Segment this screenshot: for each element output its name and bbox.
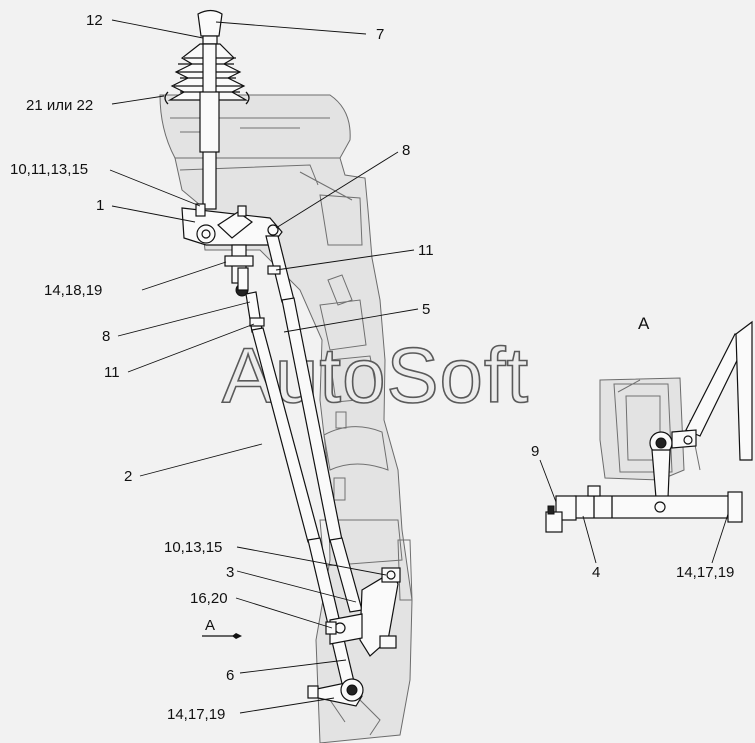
- callout-10-11-13-15: 10,11,13,15: [10, 161, 88, 178]
- callout-labels: 12 7 21 или 22 8 10,11,13,15 1 11 14,18,…: [10, 12, 734, 723]
- callout-5: 5: [422, 301, 430, 318]
- lower-pivot-bracket: [307, 567, 401, 707]
- callout-1: 1: [96, 197, 104, 214]
- callout-14-17-19-bottom: 14,17,19: [167, 706, 225, 723]
- view-a-arrow-label: А: [205, 617, 215, 634]
- view-a-detail: [545, 320, 753, 533]
- callout-8-upper: 8: [402, 142, 410, 159]
- rods: [245, 235, 363, 693]
- shift-lever-assembly: [164, 9, 250, 210]
- view-a-arrow: [202, 633, 242, 639]
- callout-11-left: 11: [104, 364, 120, 381]
- callout-2: 2: [124, 468, 132, 485]
- callout-10-13-15: 10,13,15: [164, 539, 222, 556]
- upper-pivot-bracket: [181, 203, 283, 297]
- callout-6: 6: [226, 667, 234, 684]
- callout-14-17-19-view-a: 14,17,19: [676, 564, 734, 581]
- callout-3: 3: [226, 564, 234, 581]
- view-a-title: А: [638, 314, 650, 333]
- leader-lines: [109, 19, 729, 714]
- callout-7: 7: [376, 26, 384, 43]
- shift-knob: [197, 9, 223, 37]
- callout-11-right: 11: [418, 242, 434, 259]
- callout-12: 12: [86, 12, 103, 29]
- callout-14-18-19: 14,18,19: [44, 282, 102, 299]
- callout-8-lower: 8: [102, 328, 110, 345]
- callout-16-20: 16,20: [190, 590, 228, 607]
- callout-21-or-22: 21 или 22: [26, 97, 93, 114]
- callout-4: 4: [592, 564, 600, 581]
- callout-9: 9: [531, 443, 539, 460]
